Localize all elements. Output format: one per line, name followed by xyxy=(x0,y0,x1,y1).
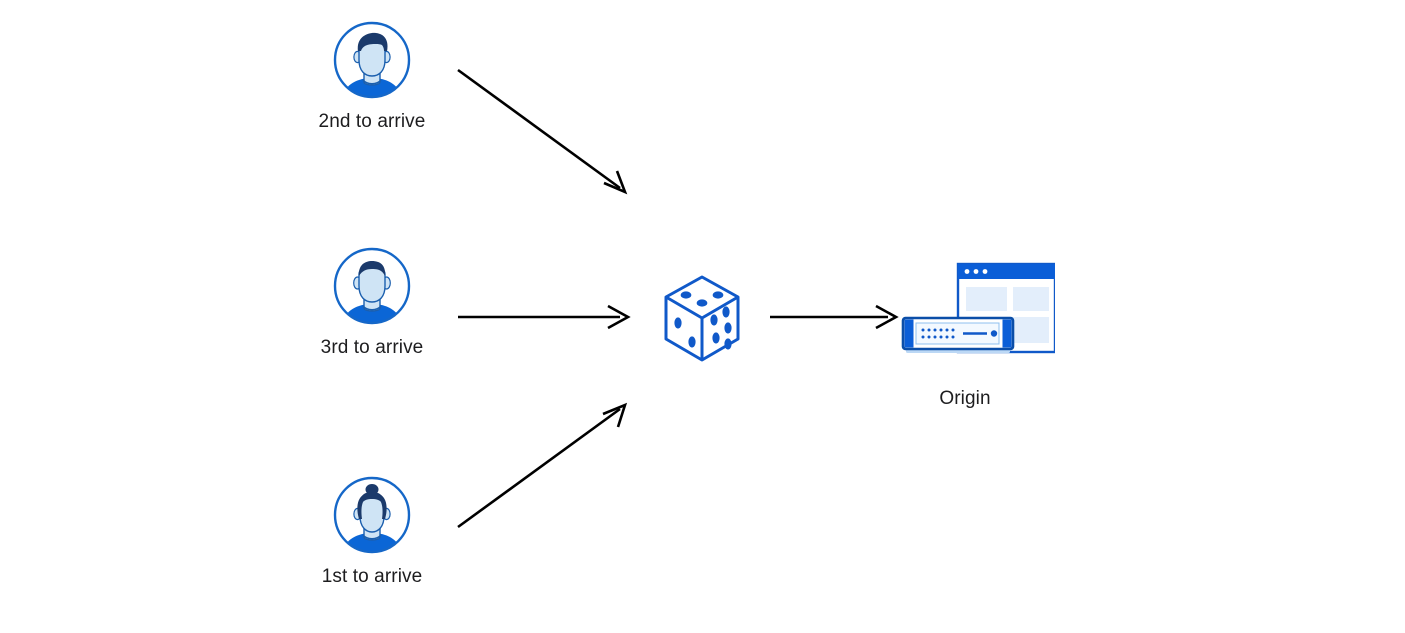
browser-dot-1 xyxy=(964,269,970,274)
load-balancer-node[interactable] xyxy=(652,268,752,373)
origin-icon-stack xyxy=(895,256,1055,361)
user-avatar-male-icon xyxy=(333,247,411,325)
user-avatar-male-short-hair-icon xyxy=(333,21,411,99)
browser-panel-1 xyxy=(966,287,1007,311)
server-device-icon xyxy=(901,316,1015,353)
avatar-wrap-1st xyxy=(292,475,452,555)
arrow-3rd-to-dice xyxy=(458,304,631,330)
origin-node[interactable]: Origin xyxy=(865,256,1065,411)
origin-label: Origin xyxy=(939,388,991,409)
client-label-1st: 1st to arrive xyxy=(321,566,423,587)
browser-panel-2 xyxy=(1013,287,1049,311)
client-node-3rd[interactable]: 3rd to arrive xyxy=(292,246,452,360)
avatar-wrap-3rd xyxy=(292,246,452,326)
client-node-1st[interactable]: 1st to arrive xyxy=(292,475,452,589)
browser-dot-3 xyxy=(982,269,988,274)
dice-cube-icon xyxy=(664,275,740,362)
arrow-2nd-to-dice xyxy=(457,68,628,195)
browser-dot-2 xyxy=(973,269,979,274)
arrow-1st-to-dice xyxy=(457,402,628,529)
avatar-wrap-2nd xyxy=(292,20,452,100)
user-avatar-female-bun-icon xyxy=(333,476,411,554)
origin-server-browser-icon xyxy=(901,262,1055,354)
client-label-2nd: 2nd to arrive xyxy=(318,111,426,132)
client-label-3rd: 3rd to arrive xyxy=(320,337,424,358)
client-node-2nd[interactable]: 2nd to arrive xyxy=(292,20,452,134)
